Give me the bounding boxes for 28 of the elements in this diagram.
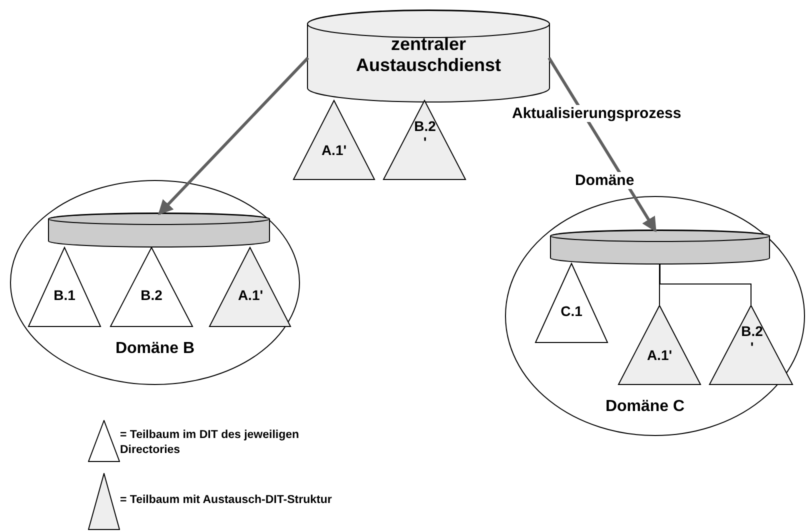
domain-ellipse: [10, 180, 300, 385]
node-label: zentraler Austauschdienst: [354, 34, 502, 76]
node-label: C.1: [560, 303, 584, 320]
node-label: B.2 ': [740, 323, 764, 356]
domain-label: Domäne C: [604, 398, 686, 416]
arrow: [158, 56, 310, 216]
domain-label: Domäne B: [114, 340, 196, 358]
node-label: B.2 ': [413, 118, 437, 150]
subtree-triangle: [383, 100, 466, 180]
node-label: A.1': [236, 287, 264, 304]
node-label: A.1': [320, 142, 348, 158]
connector-line: [659, 264, 660, 306]
subtree-triangle: [535, 263, 608, 343]
subtree-triangle: [28, 247, 101, 327]
subtree-triangle: [110, 247, 193, 327]
edge-label: Aktualisierungsprozess: [512, 105, 682, 122]
legend-text: = Teilbaum mit Austausch-DIT-Struktur: [120, 493, 333, 508]
node-label: B.1: [52, 287, 76, 304]
domain-ellipse: [505, 196, 805, 436]
subtree-triangle: [293, 100, 375, 180]
connector-line: [660, 264, 752, 306]
subtree-triangle: [209, 247, 291, 327]
subtree-triangle: [709, 305, 793, 385]
subtree-triangle: [618, 305, 701, 385]
text-label: Domäne: [575, 172, 634, 189]
legend-text: = Teilbaum im DIT des jeweiligen Directories: [120, 428, 300, 458]
node-label: A.1': [646, 347, 674, 364]
node-label: B.2: [140, 287, 164, 304]
